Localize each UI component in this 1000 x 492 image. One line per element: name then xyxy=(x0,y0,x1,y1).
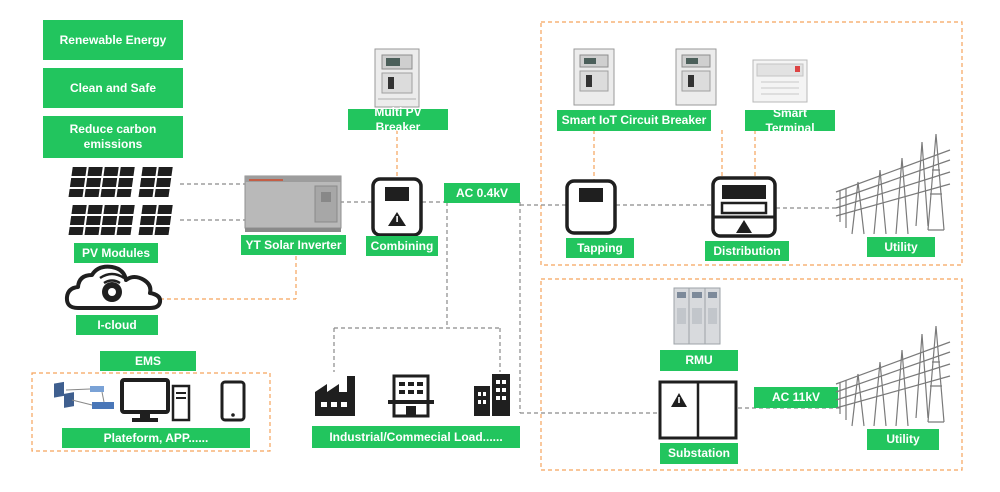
industrial-load-label: Industrial/Commecial Load...... xyxy=(312,426,520,448)
multi-pv-breaker-label: Multi PV Breaker xyxy=(348,105,448,134)
transmission-tower-icon-2 xyxy=(835,325,951,427)
smart-terminal-label: Smart Terminal xyxy=(745,106,835,135)
office-building-icon xyxy=(388,374,434,418)
platform-app-label: Plateform, APP...... xyxy=(62,428,250,448)
city-buildings-icon xyxy=(474,374,510,416)
ems-group-outline xyxy=(31,372,271,452)
substation-group-outline xyxy=(540,278,963,471)
rmu-label: RMU xyxy=(660,350,738,371)
distribution-group-outline xyxy=(540,21,963,266)
distribution-cabinet-icon xyxy=(711,176,777,238)
cloud-icon xyxy=(64,264,163,310)
icloud-label: I-cloud xyxy=(76,315,158,335)
benefit-renewable-energy: Renewable Energy xyxy=(43,20,183,60)
smart-iot-breaker-label: Smart IoT Circuit Breaker xyxy=(557,110,711,131)
ac-04kv-label: AC 0.4kV xyxy=(444,183,520,203)
computer-tower-icon xyxy=(171,384,191,422)
combining-cabinet-icon xyxy=(371,177,423,237)
distribution-label: Distribution xyxy=(705,241,789,261)
monitor-icon xyxy=(120,378,170,422)
solar-inverter-icon xyxy=(244,175,342,232)
solar-inverter-label: YT Solar Inverter xyxy=(241,235,346,255)
rmu-icon xyxy=(673,287,721,345)
ac-11kv-label: AC 11kV xyxy=(754,387,838,408)
smart-terminal-icon xyxy=(752,59,808,103)
ems-label: EMS xyxy=(100,351,196,371)
utility-bottom-label: Utility xyxy=(867,429,939,450)
tapping-cabinet-icon xyxy=(565,179,617,235)
factory-icon xyxy=(315,376,355,416)
benefit-reduce-carbon: Reduce carbon emissions xyxy=(43,116,183,158)
tapping-label: Tapping xyxy=(566,238,634,258)
mobile-phone-icon xyxy=(220,380,246,422)
smart-iot-breaker-icon xyxy=(573,48,615,106)
pv-modules-icon xyxy=(68,167,173,235)
pv-modules-label: PV Modules xyxy=(74,243,158,263)
combining-label: Combining xyxy=(366,236,438,256)
utility-top-label: Utility xyxy=(867,237,935,257)
substation-label: Substation xyxy=(660,443,738,464)
benefit-clean-and-safe: Clean and Safe xyxy=(43,68,183,108)
multi-pv-breaker-icon xyxy=(374,48,420,108)
transmission-tower-icon xyxy=(835,133,951,235)
network-devices-icon xyxy=(54,381,114,409)
smart-iot-breaker-icon-2 xyxy=(675,48,717,106)
substation-icon xyxy=(658,380,738,440)
